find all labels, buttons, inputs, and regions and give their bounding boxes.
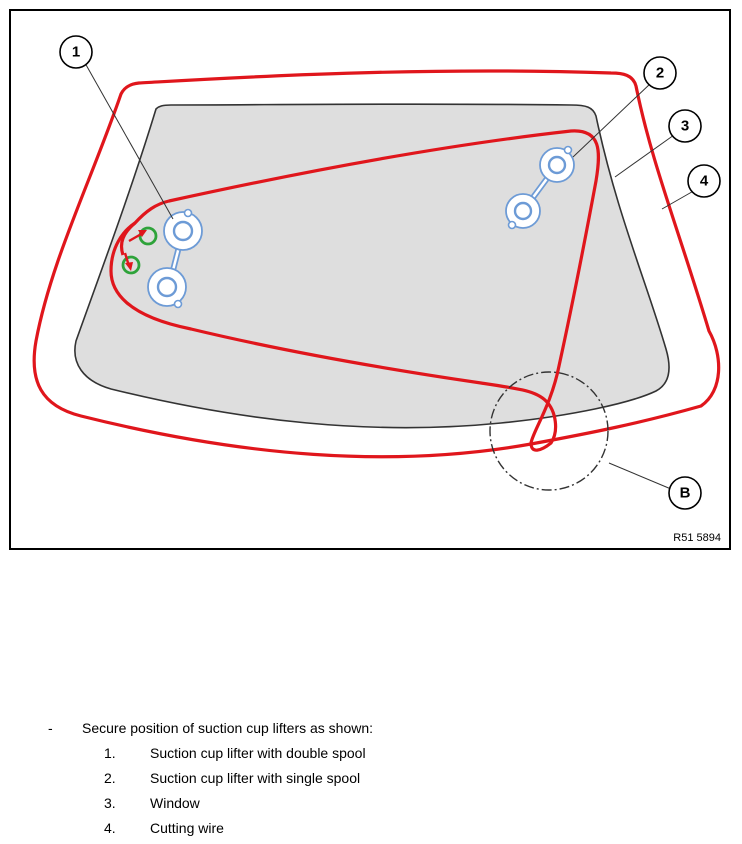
direction-arrow-icon xyxy=(123,230,147,271)
leader-line-2 xyxy=(572,82,652,158)
item-text: Suction cup lifter with single spool xyxy=(150,770,361,786)
cutting-wire-outer-loop xyxy=(32,69,721,459)
svg-text:2: 2 xyxy=(656,65,664,82)
callout-4: 4 xyxy=(687,164,721,198)
list-item: 2. Suction cup lifter with single spool xyxy=(48,766,728,791)
svg-text:B: B xyxy=(680,485,691,502)
marker-circle-lower xyxy=(121,255,141,275)
list-item: 4. Cutting wire xyxy=(48,816,728,841)
windshield-figure: 1 2 3 4 B R51 5894 xyxy=(9,9,731,550)
bullet-dash: - xyxy=(48,720,53,736)
item-text: Suction cup lifter with double spool xyxy=(150,745,366,761)
svg-text:4: 4 xyxy=(700,173,709,190)
leader-line-b xyxy=(608,462,672,490)
svg-text:1: 1 xyxy=(72,44,80,61)
cutting-wire-bend xyxy=(119,221,137,256)
suction-cup-lifter-single-spool-icon xyxy=(505,145,575,230)
list-item: 1. Suction cup lifter with double spool xyxy=(48,741,728,766)
instruction-intro: Secure position of suction cup lifters a… xyxy=(82,720,374,736)
item-number: 4. xyxy=(104,820,116,836)
suction-cup-lifter-double-spool-icon xyxy=(147,208,203,309)
instruction-step: - Secure position of suction cup lifters… xyxy=(48,716,728,741)
window-glass xyxy=(74,103,670,429)
callout-2: 2 xyxy=(643,56,677,90)
callout-3: 3 xyxy=(668,109,702,143)
leader-line-1 xyxy=(84,62,174,220)
item-text: Cutting wire xyxy=(150,820,224,836)
list-item: 3. Window xyxy=(48,791,728,816)
svg-text:3: 3 xyxy=(681,118,689,135)
instructions: - Secure position of suction cup lifters… xyxy=(48,716,728,841)
item-text: Window xyxy=(150,795,200,811)
item-number: 3. xyxy=(104,795,116,811)
leader-line-4 xyxy=(661,188,698,210)
callout-1: 1 xyxy=(59,35,93,69)
cutting-wire-inner-path xyxy=(109,129,601,452)
item-number: 2. xyxy=(104,770,116,786)
figure-reference: R51 5894 xyxy=(673,532,721,544)
windshield-diagram: 1 2 3 4 B R51 5894 xyxy=(32,35,721,544)
item-number: 1. xyxy=(104,745,116,761)
leader-line-3 xyxy=(614,134,675,178)
detail-circle-icon xyxy=(489,371,609,491)
callout-b: B xyxy=(668,476,702,510)
